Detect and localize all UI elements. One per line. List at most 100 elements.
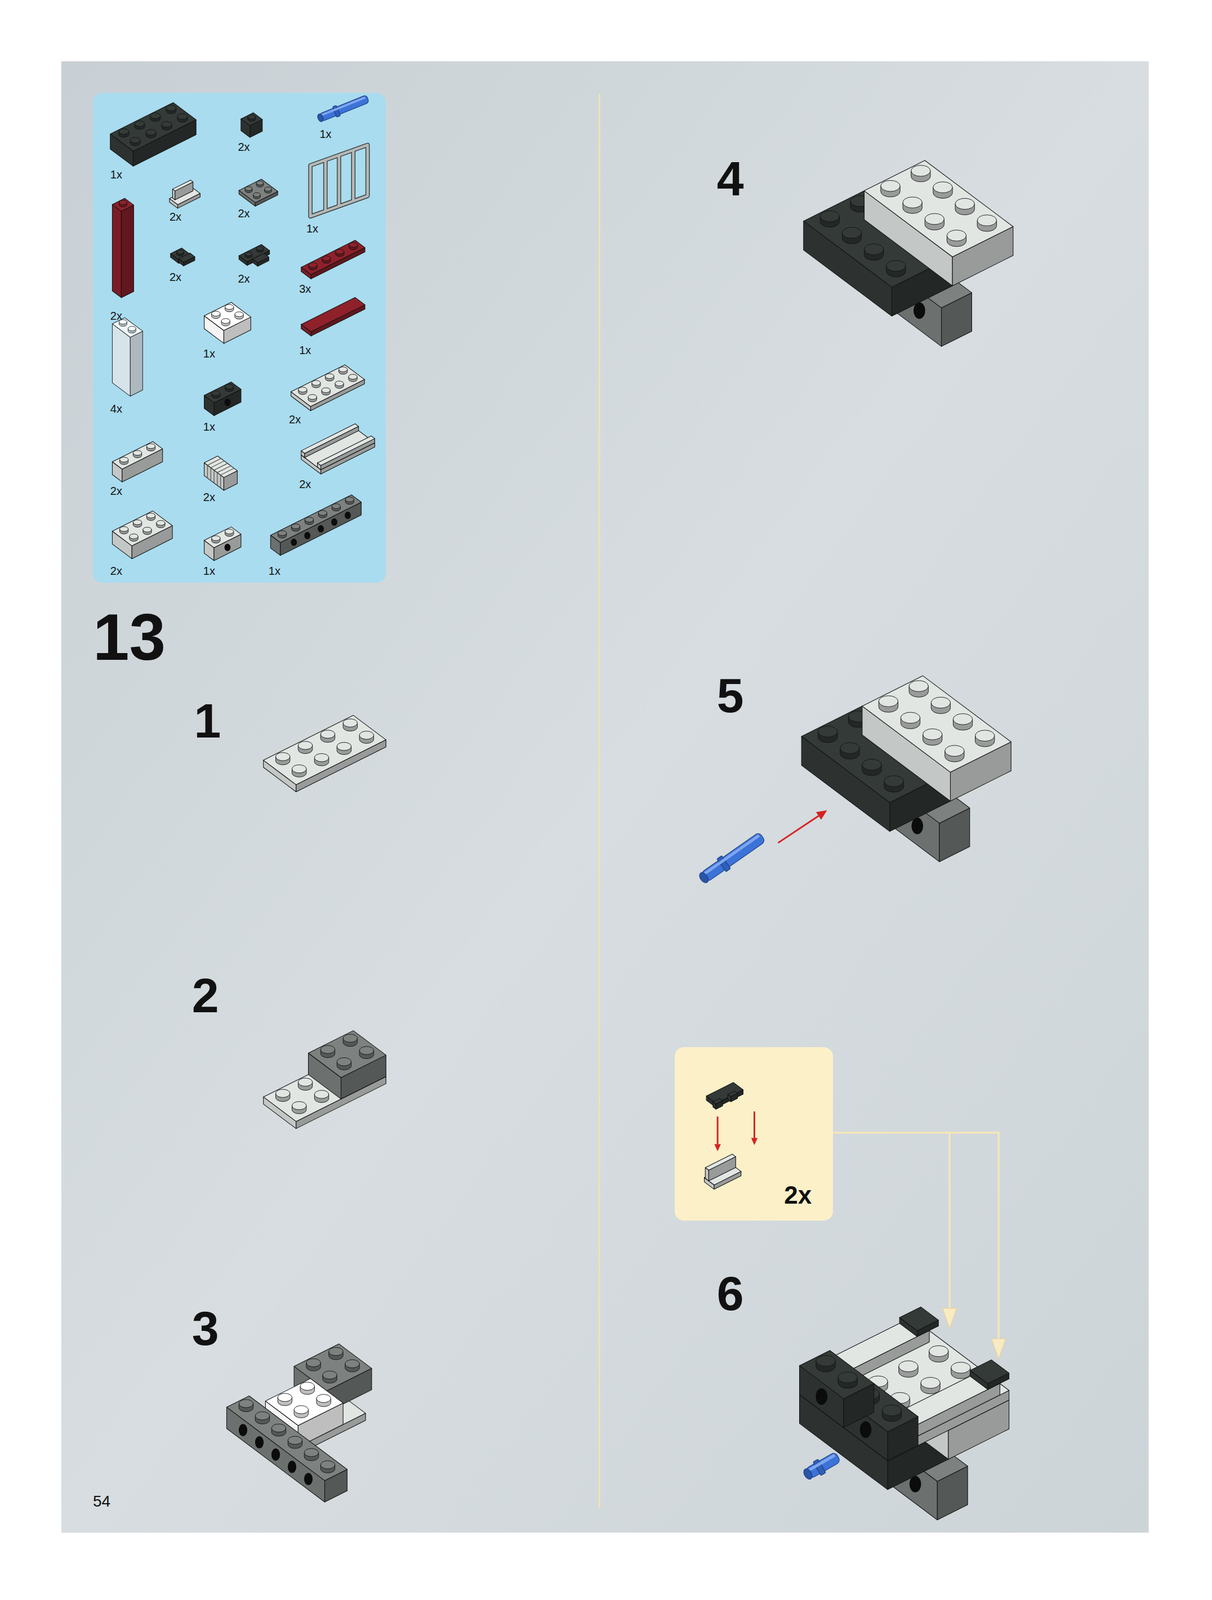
part-count: 2x	[110, 485, 123, 497]
lego-brick	[204, 527, 242, 561]
grille-line	[210, 468, 212, 481]
stud-top	[929, 1346, 949, 1358]
substep-number: 1	[193, 696, 221, 746]
lego-brick	[112, 317, 143, 397]
stud-top	[312, 380, 321, 386]
stud-top	[951, 1362, 971, 1375]
stud-top	[244, 251, 253, 256]
brick-top	[728, 1091, 738, 1098]
stud-top	[275, 752, 291, 762]
brick-top	[799, 1351, 875, 1400]
brick-top	[301, 297, 365, 332]
pin-highlight	[807, 1454, 836, 1473]
stud-top	[277, 531, 287, 537]
part-count: 2x	[110, 565, 123, 577]
stud-top	[119, 526, 128, 532]
stud-top	[838, 1372, 858, 1384]
lego-brick	[178, 253, 195, 267]
lego-brick	[204, 302, 252, 344]
stud-top	[946, 230, 966, 242]
stud-top	[328, 1347, 343, 1357]
part-count: 2x	[237, 141, 250, 153]
parts-illustration	[92, 92, 386, 583]
fence-bars	[310, 144, 368, 217]
brick-top	[308, 1031, 387, 1078]
stud-top	[143, 527, 152, 533]
stud-top	[902, 197, 922, 209]
stud-top	[291, 524, 300, 530]
brick-top	[263, 715, 387, 786]
lego-brick	[241, 112, 263, 138]
lego-brick	[172, 180, 193, 200]
stud-top	[244, 186, 253, 191]
red-arrowhead	[816, 810, 828, 821]
stud-top	[933, 181, 953, 194]
stud-top	[234, 312, 244, 318]
stud-top	[977, 215, 997, 227]
stud-top	[225, 304, 234, 310]
technic-hole	[304, 532, 311, 540]
lego-brick	[204, 381, 242, 416]
stud-top	[156, 520, 166, 526]
stud-top	[318, 510, 327, 516]
lego-brick	[252, 253, 270, 267]
stud-top	[308, 262, 318, 268]
stud-top	[911, 165, 931, 177]
brick-top	[252, 253, 270, 263]
stud-top	[238, 1400, 253, 1409]
part-count: 1x	[306, 223, 319, 235]
stud-top	[864, 243, 884, 256]
stud-top	[345, 1360, 360, 1369]
stud-top	[880, 180, 900, 192]
lego-brick	[317, 435, 376, 470]
lego-brick	[705, 1154, 737, 1182]
stud-top	[134, 121, 145, 127]
brick-top	[864, 160, 1014, 257]
brick-top	[301, 240, 365, 275]
brick-top	[862, 675, 1011, 773]
stud-top	[146, 443, 155, 449]
stud-top	[345, 497, 354, 503]
stud-top	[900, 712, 920, 724]
stud-top	[348, 374, 358, 380]
page-number: 54	[92, 1494, 111, 1510]
part-count: 1x	[299, 344, 311, 356]
technic-hole	[344, 511, 351, 520]
stud-top	[287, 1436, 302, 1446]
stud-top	[145, 129, 157, 136]
stud-top	[952, 714, 973, 726]
grille-line	[207, 458, 221, 466]
stud-top	[818, 726, 838, 738]
quantity-label: 2x	[783, 1183, 812, 1209]
stud-top	[898, 1361, 919, 1373]
stud-top	[886, 260, 906, 272]
brick-side	[321, 438, 376, 470]
stud-top	[909, 680, 929, 693]
brick-top	[226, 1396, 347, 1482]
stud-top	[339, 367, 348, 373]
substep-number: 6	[716, 1269, 744, 1318]
stud-top	[293, 1406, 309, 1415]
stud-top	[211, 390, 221, 396]
grille-line	[207, 465, 208, 479]
technic-hole	[304, 1473, 313, 1486]
stud-top	[166, 105, 177, 111]
pin-end	[316, 113, 325, 123]
callout-arrowhead	[942, 1308, 957, 1330]
stud-top	[300, 1382, 315, 1392]
stud-top	[264, 186, 273, 191]
column-divider	[598, 94, 601, 1509]
technic-hole	[331, 518, 338, 527]
red-arrowhead	[751, 1138, 758, 1146]
brick-top	[970, 1360, 1010, 1384]
callout-leader-line	[948, 1133, 951, 1313]
stud-top	[331, 504, 341, 510]
brick-top	[713, 1098, 723, 1105]
brick-top	[705, 1154, 737, 1171]
technic-hole	[287, 1461, 297, 1474]
stud-top	[955, 198, 975, 210]
parts-group	[110, 93, 376, 561]
brick-side	[130, 331, 143, 397]
red-arrow-line	[716, 1116, 719, 1145]
stud-top	[177, 113, 188, 120]
